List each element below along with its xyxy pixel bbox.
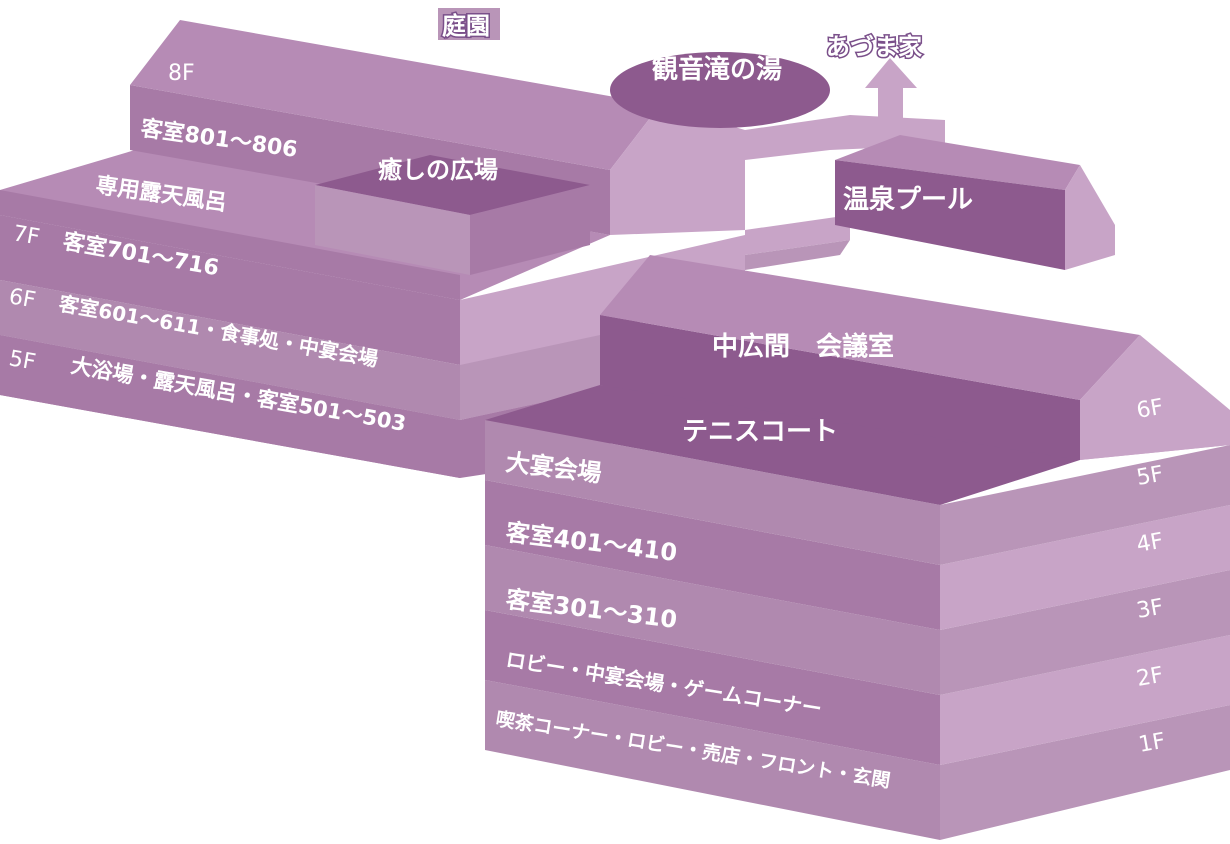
garden-label: 庭園 bbox=[442, 12, 490, 40]
pool-side bbox=[1065, 165, 1115, 270]
east-4f-face bbox=[485, 480, 940, 630]
east-floor-2f: 2F bbox=[1135, 663, 1166, 692]
pool-top bbox=[835, 135, 1080, 190]
west-7f-deck-edge bbox=[0, 190, 460, 300]
east-6f-gable bbox=[1080, 335, 1230, 460]
east-roof-rooms-label: 中広間 会議室 bbox=[712, 331, 894, 362]
east-side-4f bbox=[940, 505, 1230, 630]
east-6f-front bbox=[600, 315, 1080, 460]
healing-plaza-side bbox=[470, 185, 590, 275]
west-8f-roof bbox=[130, 20, 660, 170]
walkway-lower-2 bbox=[745, 240, 850, 270]
walkway-arrow-head bbox=[865, 58, 917, 88]
east-floor-4f: 4F bbox=[1135, 529, 1166, 558]
pool-label: 温泉プール bbox=[843, 184, 973, 215]
azuma-label: あづま家 bbox=[826, 33, 922, 61]
kannon-bath-ellipse bbox=[610, 52, 830, 128]
walkway-upper bbox=[745, 115, 945, 160]
west-6f-face bbox=[0, 280, 460, 420]
east-6f-roof bbox=[600, 255, 1140, 400]
east-3f-face bbox=[485, 545, 940, 695]
east-building bbox=[485, 255, 1230, 840]
west-7f-face bbox=[0, 215, 460, 365]
east-floor-1f: 1F bbox=[1137, 729, 1168, 758]
east-1f-face bbox=[485, 680, 940, 840]
garden-label-box bbox=[438, 8, 500, 40]
garden-area bbox=[438, 8, 945, 270]
west-5f-face bbox=[0, 335, 460, 478]
east-side-1f bbox=[940, 705, 1230, 840]
east-side-3f bbox=[940, 570, 1230, 695]
tennis-court-label: テニスコート bbox=[682, 417, 838, 447]
east-5f-face bbox=[485, 420, 940, 565]
west-6f-floor-label: 6F bbox=[7, 284, 38, 313]
west-5f-floor-label: 5F bbox=[7, 346, 38, 375]
west-lower-side-2 bbox=[460, 335, 600, 420]
healing-plaza-front bbox=[315, 185, 470, 275]
pool-building bbox=[835, 135, 1115, 270]
east-floor-5f: 5F bbox=[1135, 462, 1166, 491]
west-8f-floor-label: 8F bbox=[168, 61, 195, 86]
pool-front bbox=[835, 160, 1065, 270]
healing-plaza-label: 癒しの広場 bbox=[378, 156, 498, 184]
west-8f-gable bbox=[610, 105, 745, 235]
kannon-bath-label: 観音滝の湯 bbox=[652, 54, 782, 85]
east-side-5f bbox=[940, 445, 1230, 565]
walkway-arrow-shaft bbox=[878, 85, 903, 120]
east-floor-6f: 6F bbox=[1135, 395, 1166, 424]
healing-plaza-top bbox=[315, 155, 590, 215]
west-7f-floor-label: 7F bbox=[11, 221, 42, 250]
walkway-lower bbox=[745, 215, 850, 255]
east-2f-face bbox=[485, 610, 940, 765]
east-side-2f bbox=[940, 635, 1230, 765]
east-floor-3f: 3F bbox=[1135, 595, 1166, 624]
